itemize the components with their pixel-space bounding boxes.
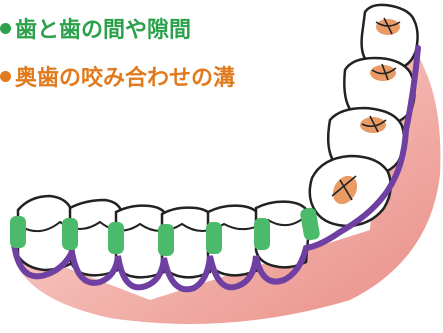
gap-6	[254, 218, 270, 250]
gap-4	[158, 224, 174, 256]
gap-2	[62, 218, 78, 250]
gap-5	[206, 222, 222, 254]
gap-1	[10, 216, 26, 248]
gap-3	[108, 222, 124, 254]
